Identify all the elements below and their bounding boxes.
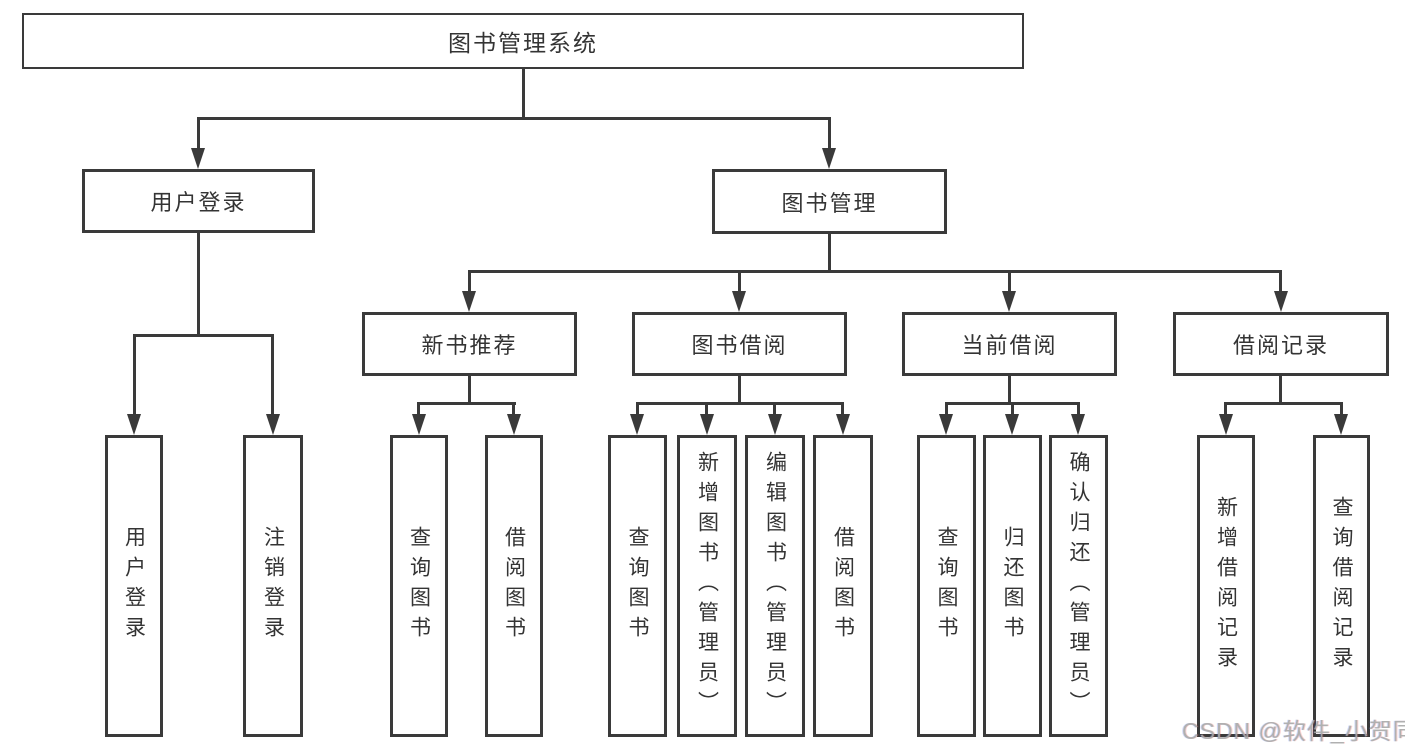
node-leaf-borrow-books-1: 借阅图书 [485, 435, 543, 737]
connector-bus [945, 402, 1080, 405]
connector-bus [1224, 402, 1343, 405]
connector-drop [271, 336, 274, 417]
node-leaf-confirm-return-admin: 确认归还（管理员） [1049, 435, 1108, 737]
connector-drop [738, 272, 741, 294]
node-label: 借阅图书 [502, 526, 526, 646]
arrow-down-icon [412, 414, 426, 435]
arrow-down-icon [462, 291, 476, 312]
arrow-down-icon [1334, 414, 1348, 435]
arrow-down-icon [507, 414, 521, 435]
arrow-down-icon [266, 414, 280, 435]
node-label: 借阅图书 [831, 526, 855, 646]
node-leaf-edit-books-admin: 编辑图书（管理员） [745, 435, 805, 737]
connector-drop [133, 336, 136, 417]
arrow-down-icon [732, 291, 746, 312]
node-leaf-add-books-admin: 新增图书（管理员） [677, 435, 737, 737]
node-leaf-query-books-3: 查询图书 [917, 435, 976, 737]
arrow-down-icon [1219, 414, 1233, 435]
connector-riser [1279, 376, 1282, 405]
connector-user-login-bus [133, 334, 274, 337]
node-user-login-group: 用户登录 [82, 169, 315, 233]
connector-drop [1011, 404, 1014, 417]
connector-drop [841, 404, 844, 417]
connector-drop [468, 272, 471, 294]
connector-root-riser [522, 68, 525, 120]
node-label: 新增借阅记录 [1214, 496, 1238, 676]
node-label: 用户登录 [122, 526, 146, 646]
arrow-down-icon [1274, 291, 1288, 312]
arrow-down-icon [630, 414, 644, 435]
node-label: 当前借阅 [961, 333, 1058, 358]
connector-drop [1077, 404, 1080, 417]
connector-drop [1008, 272, 1011, 294]
connector-level3-bus [468, 270, 1282, 273]
node-label: 新增图书（管理员） [695, 451, 719, 721]
connector-bus [636, 402, 844, 405]
node-label: 查询图书 [407, 526, 431, 646]
node-label: 注销登录 [261, 526, 285, 646]
node-label: 确认归还（管理员） [1067, 451, 1090, 721]
node-leaf-add-borrow-record: 新增借阅记录 [1197, 435, 1255, 737]
node-label: 用户登录 [150, 190, 247, 215]
arrow-down-icon [127, 414, 141, 435]
node-leaf-return-books: 归还图书 [983, 435, 1042, 737]
node-label: 图书管理系统 [448, 30, 598, 56]
connector-riser [468, 376, 471, 405]
node-new-book-recommend: 新书推荐 [362, 312, 577, 376]
arrow-down-icon [822, 148, 836, 169]
node-borrow-records: 借阅记录 [1173, 312, 1389, 376]
arrow-down-icon [1002, 291, 1016, 312]
connector-drop-book-mgmt [828, 119, 831, 151]
connector-level2-bus [197, 117, 831, 120]
connector-drop [1340, 404, 1343, 417]
node-leaf-query-books-1: 查询图书 [390, 435, 448, 737]
arrow-down-icon [836, 414, 850, 435]
connector-drop [417, 404, 420, 417]
arrow-down-icon [700, 414, 714, 435]
arrow-down-icon [191, 148, 205, 169]
arrow-down-icon [1071, 414, 1085, 435]
connector-drop [636, 404, 639, 417]
node-label: 编辑图书（管理员） [763, 451, 787, 721]
node-book-management: 图书管理 [712, 169, 947, 234]
arrow-down-icon [1005, 414, 1019, 435]
connector-drop [705, 404, 708, 417]
arrow-down-icon [768, 414, 782, 435]
connector-drop-user-login [197, 119, 200, 151]
node-leaf-user-login: 用户登录 [105, 435, 163, 737]
node-leaf-query-books-2: 查询图书 [608, 435, 667, 737]
connector-bus [417, 402, 516, 405]
connector-drop [945, 404, 948, 417]
connector-riser [738, 376, 741, 405]
connector-drop [1279, 272, 1282, 294]
arrow-down-icon [939, 414, 953, 435]
node-label: 查询借阅记录 [1330, 496, 1353, 676]
node-book-borrow: 图书借阅 [632, 312, 847, 376]
node-label: 借阅记录 [1232, 333, 1329, 358]
connector-drop [773, 404, 776, 417]
node-leaf-query-borrow-record: 查询借阅记录 [1313, 435, 1370, 737]
csdn-watermark: CSDN @软件_小贺同学 [1182, 718, 1405, 744]
connector-drop [512, 404, 515, 417]
node-current-borrow: 当前借阅 [902, 312, 1117, 376]
node-root-system: 图书管理系统 [22, 13, 1024, 69]
node-label: 归还图书 [1001, 526, 1024, 646]
node-label: 图书借阅 [691, 333, 788, 358]
connector-drop [1224, 404, 1227, 417]
node-label: 图书管理 [781, 190, 878, 216]
node-leaf-logout: 注销登录 [243, 435, 303, 737]
node-label: 查询图书 [935, 526, 958, 646]
node-label: 查询图书 [626, 526, 649, 646]
connector-user-login-riser [197, 232, 200, 337]
node-leaf-borrow-books-2: 借阅图书 [813, 435, 873, 737]
connector-riser [1008, 376, 1011, 405]
node-label: 新书推荐 [421, 333, 518, 358]
connector-book-mgmt-riser [828, 233, 831, 273]
